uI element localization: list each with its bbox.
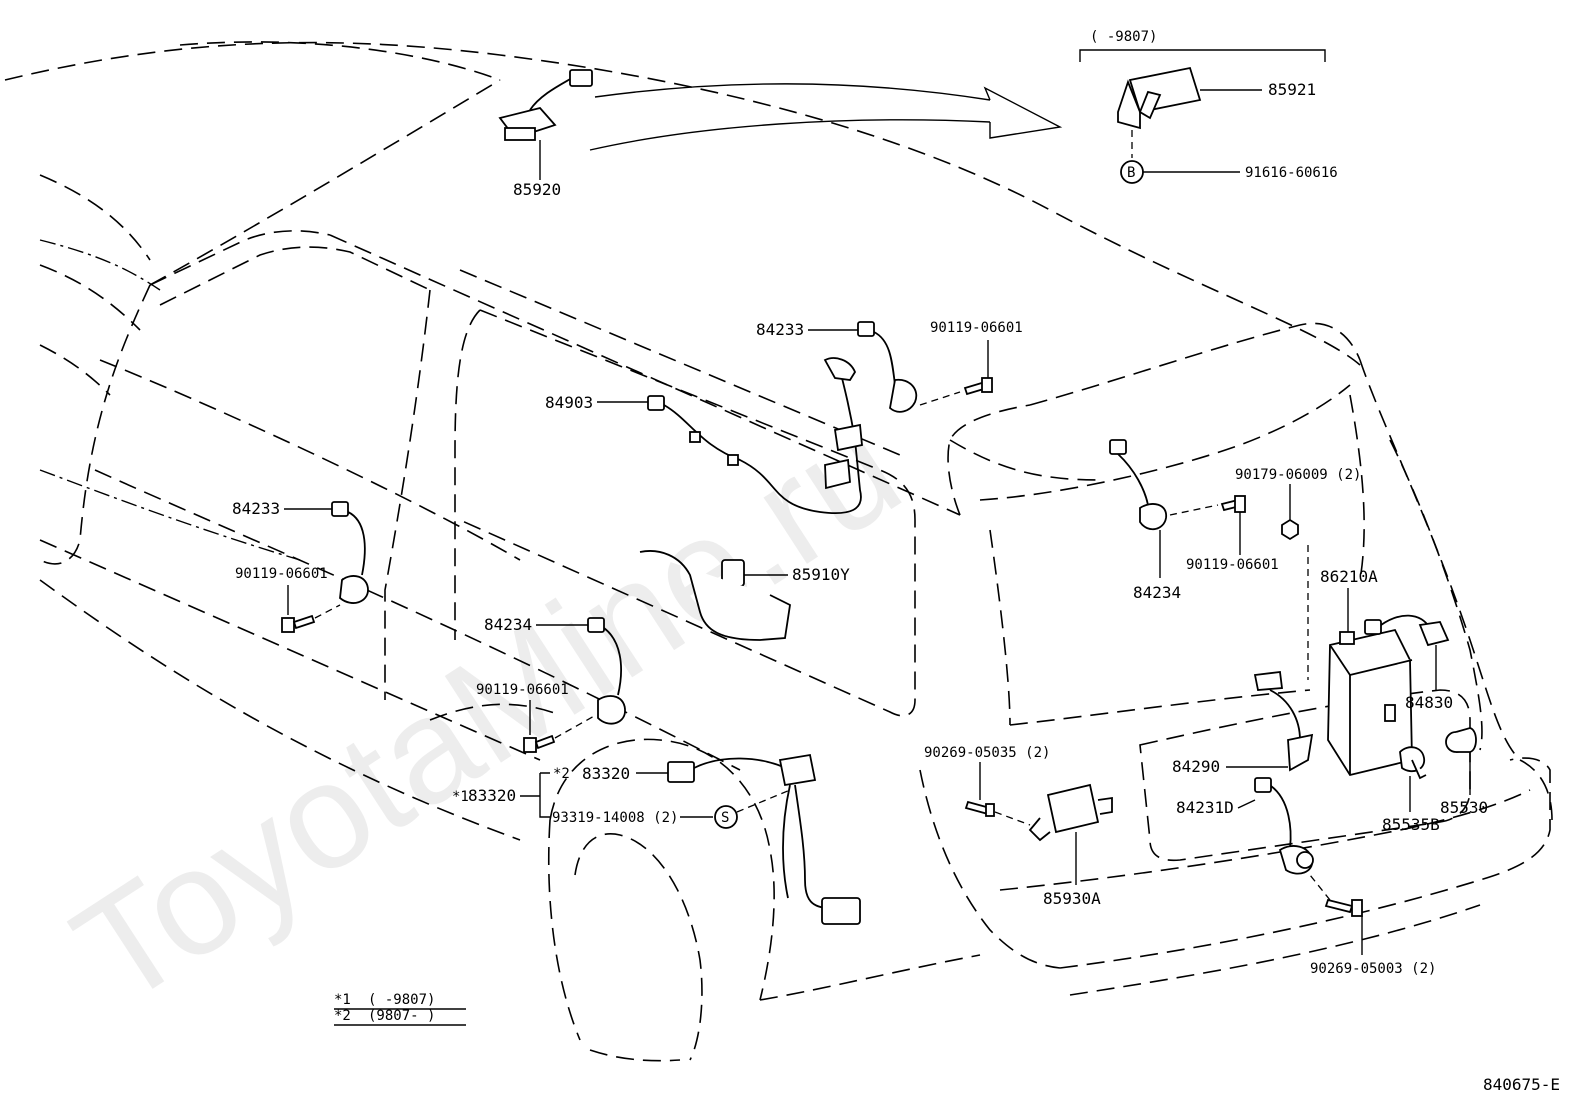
label-90269-05003: 90269-05003 (2) — [1310, 961, 1436, 977]
bolt-90119-left-icon — [281, 614, 316, 633]
inset-box: ( -9807) 85921 B 91616-60616 — [1079, 29, 1338, 184]
footnote-2-range: (9807- ) — [368, 1008, 435, 1024]
part-84231d-icon — [1254, 777, 1314, 875]
part-84233-top-icon — [857, 321, 918, 413]
label-90179-06009: 90179-06009 (2) — [1235, 467, 1361, 483]
label-90119-06601-top: 90119-06601 — [930, 320, 1023, 336]
label-90269-05035: 90269-05035 (2) — [924, 745, 1050, 761]
label-83320-star2: 83320 — [582, 764, 630, 783]
part-84233-left-icon — [331, 501, 369, 604]
detail-arrow-icon — [589, 83, 1063, 151]
label-93319-14008: 93319-14008 (2) — [552, 810, 678, 826]
label-90119-06601-rear: 90119-06601 — [1186, 557, 1279, 573]
footnote-2-mark: *2 — [334, 1008, 351, 1024]
label-84231d: 84231D — [1176, 798, 1234, 817]
label-84290: 84290 — [1172, 757, 1220, 776]
part-83320-icon — [667, 753, 861, 925]
label-84830: 84830 — [1405, 693, 1453, 712]
part-84234-rear-icon — [1109, 439, 1167, 531]
part-85930a-icon — [1028, 783, 1113, 842]
footnote-1-mark: *1 — [334, 992, 351, 1008]
bolt-90119-mid-icon — [523, 734, 556, 753]
screw-s-symbol: S — [721, 810, 729, 826]
part-84830-icon — [1364, 614, 1450, 647]
part-84903-icon — [647, 357, 863, 515]
label-84234-left: 84234 — [484, 615, 532, 634]
vehicle-outline — [4, 41, 1553, 1062]
label-85910y: 85910Y — [792, 565, 850, 584]
label-85535b: 85535B — [1382, 815, 1440, 834]
part-85530-icon — [1445, 727, 1477, 753]
label-85920: 85920 — [513, 180, 561, 199]
footnote-1-range: ( -9807) — [368, 992, 435, 1008]
part-86210a-icon — [1327, 628, 1413, 777]
inset-range-label: ( -9807) — [1090, 29, 1157, 45]
label-85530: 85530 — [1440, 798, 1488, 817]
label-86210a: 86210A — [1320, 567, 1378, 586]
star2-mark: *2 — [553, 766, 570, 782]
label-85921: 85921 — [1268, 80, 1316, 99]
part-85535b-icon — [1399, 746, 1427, 780]
nut-90179-icon — [1281, 518, 1299, 541]
watermark-text: ToyotaMine.ru — [46, 383, 928, 1037]
label-91616-60616: 91616-60616 — [1245, 165, 1338, 181]
part-85921-icon — [1117, 66, 1202, 130]
part-85910y-icon — [639, 550, 791, 641]
label-90119-06601-mid: 90119-06601 — [476, 682, 569, 698]
part-85920-icon — [498, 69, 593, 141]
part-84234-left-icon — [587, 617, 626, 725]
screw-90269-05003-icon — [1324, 898, 1363, 917]
label-84233-top: 84233 — [756, 320, 804, 339]
part-84290-icon — [1253, 670, 1314, 772]
bolt-90119-top-icon — [963, 377, 993, 396]
label-84234-rear: 84234 — [1133, 583, 1181, 602]
footnotes: *1 ( -9807) *2 (9807- ) — [334, 992, 466, 1026]
label-83320-star1: 83320 — [468, 786, 516, 805]
label-85930a: 85930A — [1043, 889, 1101, 908]
drawing-code: 840675-E — [1483, 1075, 1560, 1094]
screw-90269-05035-icon — [964, 800, 995, 817]
label-84903: 84903 — [545, 393, 593, 412]
label-90119-06601-left: 90119-06601 — [235, 566, 328, 582]
star1-mark: *1 — [452, 789, 469, 805]
bolt-b-symbol: B — [1127, 165, 1135, 181]
bolt-90119-rear-icon — [1220, 495, 1246, 513]
label-84233-left: 84233 — [232, 499, 280, 518]
screw-s-icon — [714, 805, 738, 829]
